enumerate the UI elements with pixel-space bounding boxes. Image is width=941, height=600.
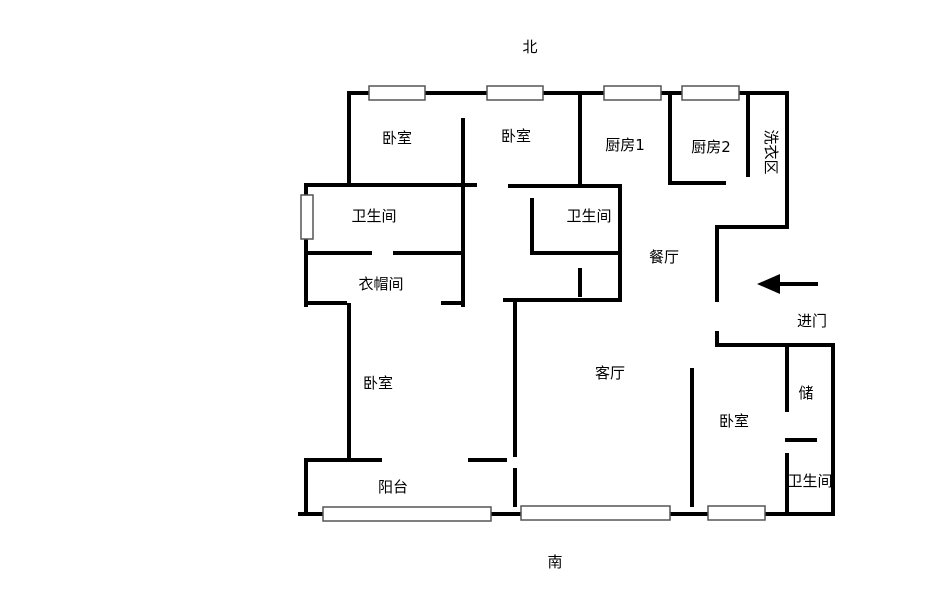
room-label-balcony: 阳台 [378, 478, 408, 496]
room-label-bathroom-w: 卫生间 [351, 207, 396, 225]
room-label-kitchen-2: 厨房2 [691, 138, 731, 156]
walls [298, 91, 835, 516]
room-label-bedroom-nw: 卧室 [382, 129, 412, 147]
room-label-dining: 餐厅 [649, 248, 679, 266]
room-label-cloakroom: 衣帽间 [358, 275, 403, 293]
entrance-arrow-icon [757, 274, 818, 294]
room-label-kitchen-1: 厨房1 [605, 136, 645, 154]
room-label-storage: 储 [798, 384, 813, 402]
north-label: 北 [522, 38, 537, 56]
south-label: 南 [547, 553, 562, 571]
windows [300, 85, 766, 522]
room-label-bathroom-se: 卫生间 [787, 472, 832, 490]
room-label-entrance: 进门 [797, 312, 827, 330]
room-label-bedroom-w: 卧室 [363, 374, 393, 392]
room-label-bedroom-n: 卧室 [501, 127, 531, 145]
room-label-bathroom-c: 卫生间 [566, 207, 611, 225]
room-label-laundry: 洗衣区 [762, 129, 780, 174]
room-label-living: 客厅 [595, 364, 625, 382]
room-label-bedroom-se: 卧室 [719, 412, 749, 430]
